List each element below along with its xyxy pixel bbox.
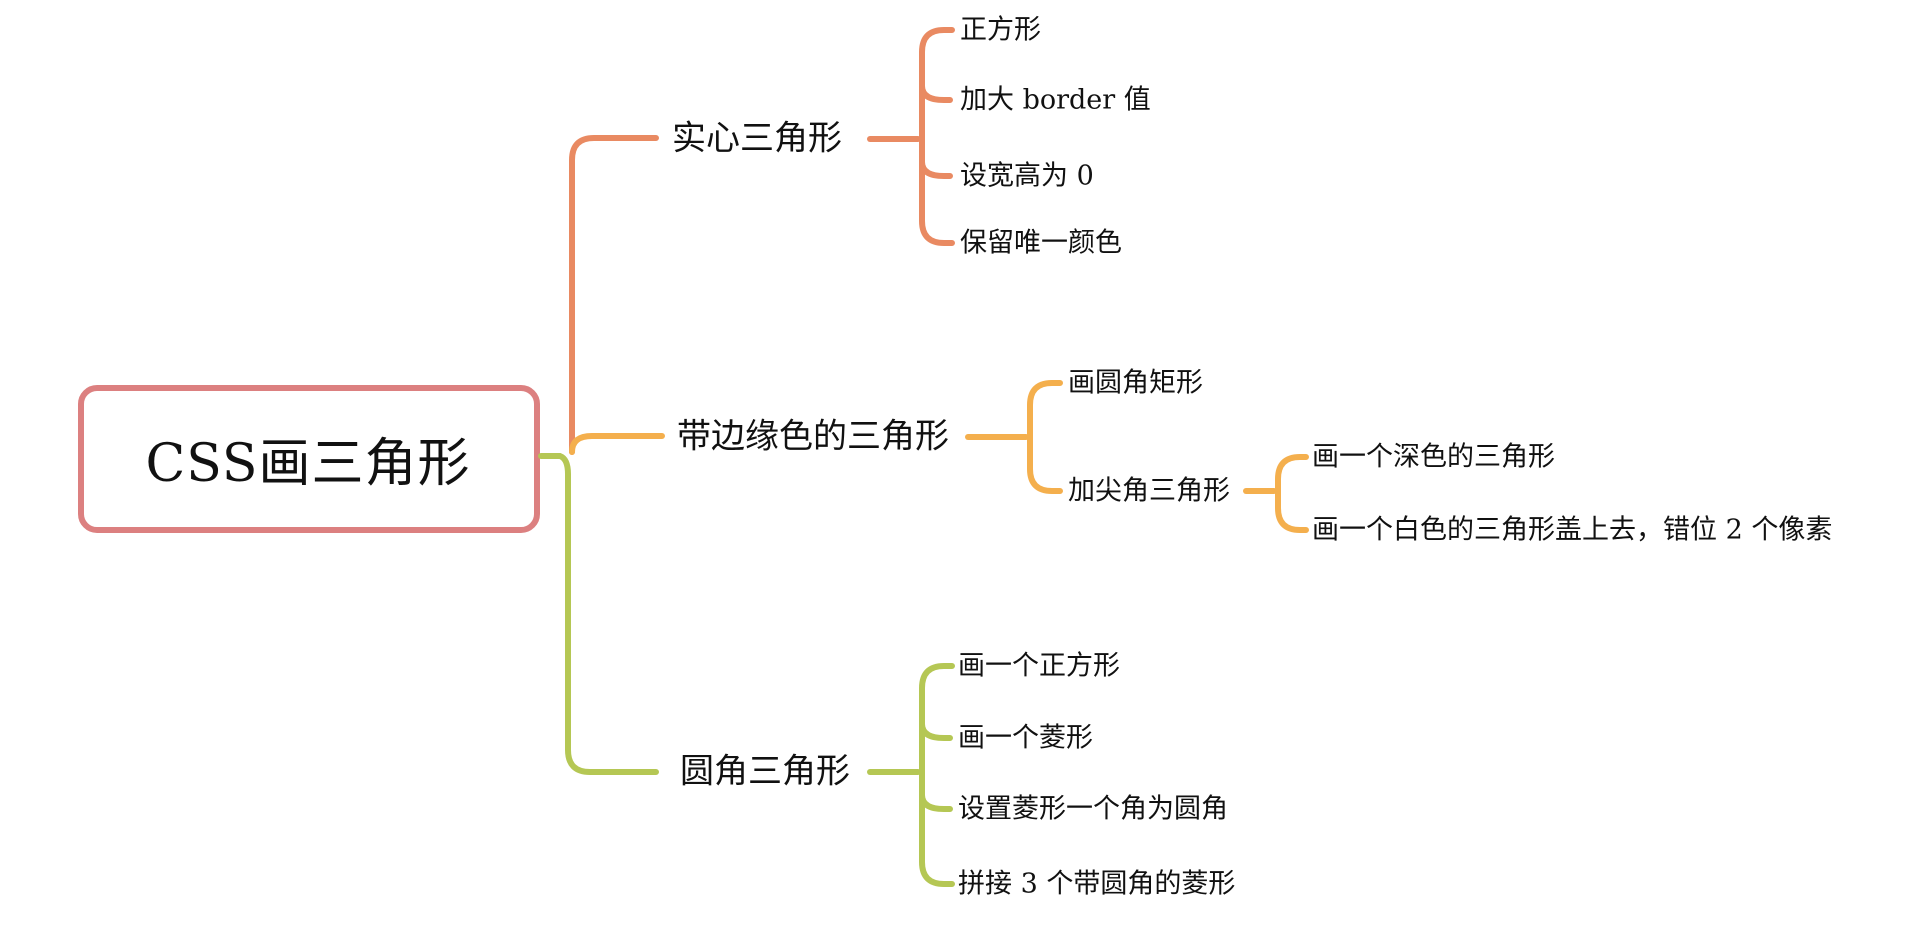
root-node-label[interactable]: CSS画三角形 xyxy=(145,433,471,494)
branch1-connector xyxy=(569,135,659,455)
branch3-stub-3 xyxy=(919,792,953,812)
branch2-subchildren-bracket xyxy=(1275,454,1309,533)
branch3-children-bracket xyxy=(919,663,955,887)
leaf-rounded-rect[interactable]: 画圆角矩形 xyxy=(1068,367,1203,399)
branch3-connector xyxy=(538,453,659,775)
branch1-children-bracket xyxy=(919,27,955,246)
branch1-stub-2 xyxy=(919,83,953,103)
leaf-square[interactable]: 正方形 xyxy=(960,14,1041,46)
node-pointed-triangle[interactable]: 加尖角三角形 xyxy=(1068,475,1230,507)
branch3-stub-2 xyxy=(919,721,953,741)
leaf-dark-triangle[interactable]: 画一个深色的三角形 xyxy=(1312,441,1555,473)
root-node-box[interactable] xyxy=(78,385,540,533)
branch2-children-bracket xyxy=(1027,380,1063,494)
branch-edged-triangle[interactable]: 带边缘色的三角形 xyxy=(677,416,949,457)
branch1-stub-3 xyxy=(919,159,953,179)
leaf-increase-border[interactable]: 加大 border 值 xyxy=(960,84,1151,116)
branch-solid-triangle[interactable]: 实心三角形 xyxy=(672,118,842,159)
leaf-round-one-corner[interactable]: 设置菱形一个角为圆角 xyxy=(958,793,1228,825)
leaf-keep-one-color[interactable]: 保留唯一颜色 xyxy=(960,227,1122,259)
branch-rounded-triangle[interactable]: 圆角三角形 xyxy=(680,751,850,792)
leaf-join-three-diamonds[interactable]: 拼接 3 个带圆角的菱形 xyxy=(958,868,1236,900)
leaf-draw-diamond[interactable]: 画一个菱形 xyxy=(958,722,1093,754)
leaf-draw-square[interactable]: 画一个正方形 xyxy=(958,650,1120,682)
leaf-white-triangle-offset[interactable]: 画一个白色的三角形盖上去，错位 2 个像素 xyxy=(1312,514,1833,546)
branch2-connector xyxy=(569,433,665,455)
leaf-zero-width-height[interactable]: 设宽高为 0 xyxy=(960,160,1094,192)
